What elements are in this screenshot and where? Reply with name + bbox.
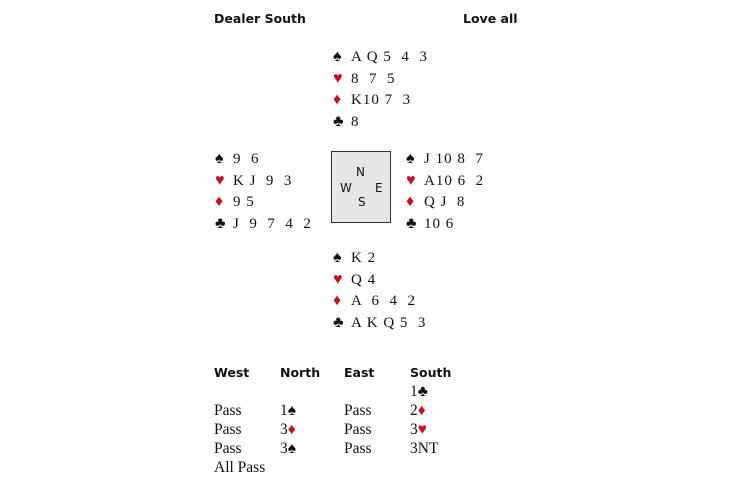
heart-icon: ♥ bbox=[333, 270, 344, 288]
compass-south: S bbox=[358, 195, 366, 209]
auction-header-south: South bbox=[410, 365, 452, 380]
south-hearts: Q 4 bbox=[351, 271, 377, 288]
west-spades: 9 6 bbox=[233, 151, 260, 167]
spade-icon: ♠ bbox=[333, 249, 343, 266]
south-diamonds: A 6 4 2 bbox=[351, 293, 417, 310]
north-hand: ♠ A Q 5 4 3 ♥ 8 7 5 ♦ K10 7 3 ♣ 8 bbox=[333, 46, 428, 132]
diamond-icon: ♦ bbox=[333, 292, 343, 310]
club-icon: ♣ bbox=[406, 214, 418, 232]
club-icon: ♣ bbox=[333, 112, 345, 130]
dealer-label: Dealer South bbox=[214, 11, 306, 26]
heart-icon: ♥ bbox=[417, 421, 427, 438]
east-spades: J 10 8 7 bbox=[424, 151, 484, 167]
south-clubs: A K Q 5 3 bbox=[351, 314, 427, 331]
compass-box: N W E S bbox=[331, 151, 391, 223]
auction-call: 3NT bbox=[410, 440, 439, 457]
north-diamonds: K10 7 3 bbox=[351, 92, 412, 109]
auction-call: Pass bbox=[214, 440, 242, 457]
vulnerability-label: Love all bbox=[463, 11, 518, 26]
auction-call: Pass bbox=[344, 421, 372, 438]
auction-west-column: West Pass Pass Pass All Pass bbox=[214, 363, 265, 477]
auction-call: 2♦ bbox=[410, 402, 426, 419]
auction-call: Pass bbox=[344, 440, 372, 457]
west-diamonds: 9 5 bbox=[233, 194, 255, 211]
auction-call: Pass bbox=[214, 402, 242, 419]
east-hearts: A10 6 2 bbox=[424, 172, 485, 189]
north-clubs: 8 bbox=[351, 113, 360, 130]
auction-call: All Pass bbox=[214, 459, 266, 476]
auction-header-west: West bbox=[214, 365, 250, 380]
auction-north-column: North 1♠ 3♦ 3♠ bbox=[280, 363, 320, 458]
south-spades: K 2 bbox=[351, 250, 377, 266]
auction-call: Pass bbox=[344, 402, 372, 419]
auction-east-column: East Pass Pass Pass bbox=[344, 363, 374, 458]
diamond-icon: ♦ bbox=[333, 91, 343, 109]
compass-west: W bbox=[340, 181, 352, 195]
west-hand: ♠ 9 6 ♥ K J 9 3 ♦ 9 5 ♣ J 9 7 4 2 bbox=[215, 148, 312, 234]
compass-north: N bbox=[356, 165, 365, 179]
east-hand: ♠ J 10 8 7 ♥ A10 6 2 ♦ Q J 8 ♣ 10 6 bbox=[406, 148, 484, 234]
diamond-icon: ♦ bbox=[287, 421, 296, 438]
heart-icon: ♥ bbox=[215, 171, 226, 189]
spade-icon: ♠ bbox=[287, 440, 296, 457]
auction-call bbox=[214, 382, 265, 401]
diamond-icon: ♦ bbox=[406, 193, 416, 211]
south-hand: ♠ K 2 ♥ Q 4 ♦ A 6 4 2 ♣ A K Q 5 3 bbox=[333, 247, 426, 333]
auction-call: 3♦ bbox=[280, 421, 296, 438]
auction-call: 3♠ bbox=[280, 440, 296, 457]
club-icon: ♣ bbox=[333, 313, 345, 331]
auction-call: 1♣ bbox=[410, 383, 428, 400]
heart-icon: ♥ bbox=[406, 171, 417, 189]
auction-call: 3♥ bbox=[410, 421, 427, 438]
north-hearts: 8 7 5 bbox=[351, 70, 396, 87]
auction-call: Pass bbox=[214, 421, 242, 438]
auction-header-north: North bbox=[280, 365, 321, 380]
spade-icon: ♠ bbox=[215, 150, 225, 167]
north-spades: A Q 5 4 3 bbox=[351, 49, 428, 65]
auction-south-column: South 1♣ 2♦ 3♥ 3NT bbox=[410, 363, 451, 458]
club-icon: ♣ bbox=[215, 214, 227, 232]
west-hearts: K J 9 3 bbox=[233, 172, 293, 189]
heart-icon: ♥ bbox=[333, 69, 344, 87]
east-diamonds: Q J 8 bbox=[424, 194, 466, 211]
east-clubs: 10 6 bbox=[424, 215, 455, 232]
diamond-icon: ♦ bbox=[417, 402, 426, 419]
spade-icon: ♠ bbox=[406, 150, 416, 167]
west-clubs: J 9 7 4 2 bbox=[233, 215, 312, 232]
auction-call: 1♠ bbox=[280, 402, 296, 419]
diamond-icon: ♦ bbox=[215, 193, 225, 211]
compass-east: E bbox=[375, 181, 383, 195]
spade-icon: ♠ bbox=[333, 48, 343, 65]
club-icon: ♣ bbox=[417, 383, 428, 400]
auction-header-east: East bbox=[344, 365, 375, 380]
spade-icon: ♠ bbox=[287, 402, 296, 419]
